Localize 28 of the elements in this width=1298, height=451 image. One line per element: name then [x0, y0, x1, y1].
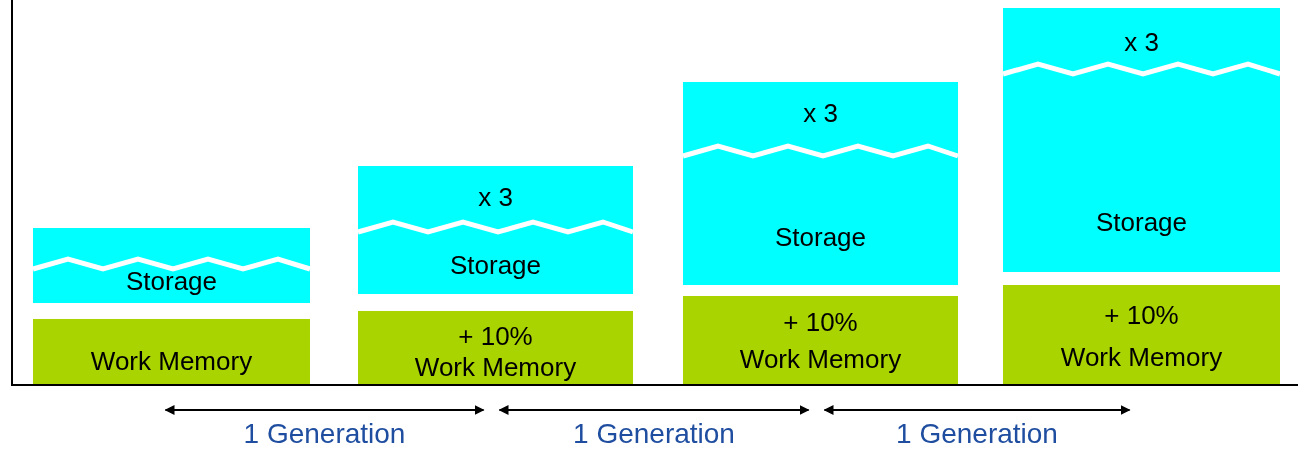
multiplier-label: x 3 [1124, 27, 1159, 57]
storage-label: Storage [774, 222, 867, 252]
storage-bar [33, 228, 310, 303]
storage-label: Storage [125, 266, 218, 296]
edge-label: 1 Generation [573, 418, 735, 450]
memory-label: Work Memory [1060, 342, 1223, 372]
storage-label: Storage [1095, 207, 1188, 237]
multiplier-label: x 3 [803, 98, 838, 128]
memory-label: Work Memory [414, 352, 577, 382]
edge-label: 1 Generation [243, 418, 406, 450]
multiplier-label: x 3 [478, 182, 513, 212]
storage-bar [358, 166, 633, 294]
storage-label: Storage [449, 250, 542, 280]
memory-label: Work Memory [739, 344, 902, 374]
double-arrow [823, 405, 1131, 415]
storage-bar [1003, 8, 1280, 272]
edge-label: 1 Generation [896, 418, 1058, 450]
memory-label: Work Memory [90, 346, 253, 376]
work-memory-bar [358, 311, 633, 384]
increase-label: + 10% [783, 307, 858, 337]
work-memory-bar [683, 296, 958, 384]
double-arrow [164, 405, 485, 415]
work-memory-bar [1003, 285, 1280, 384]
double-arrow [498, 405, 810, 415]
storage-bar [683, 82, 958, 285]
work-memory-bar [33, 319, 310, 384]
increase-label: + 10% [1104, 300, 1179, 330]
increase-label: + 10% [458, 321, 533, 351]
